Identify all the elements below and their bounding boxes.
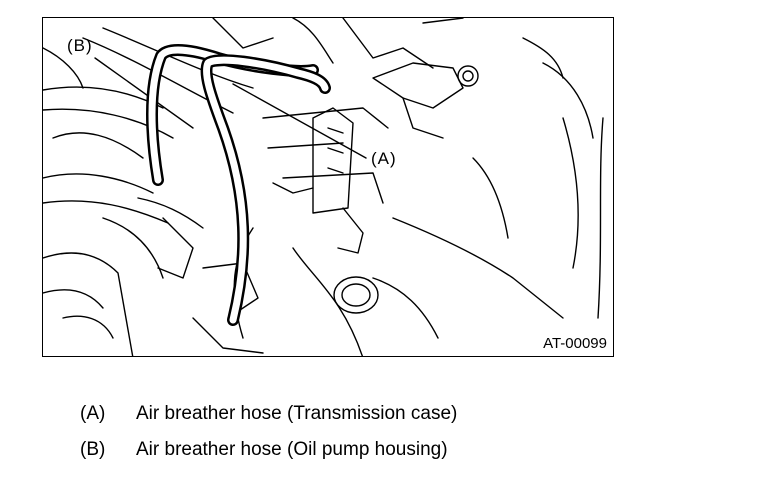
air-breather-hose-a <box>200 54 331 326</box>
legend-item-a: (A) Air breather hose (Transmission case… <box>80 396 457 432</box>
legend-text-b: Air breather hose (Oil pump housing) <box>136 439 448 460</box>
engine-line-drawing <box>43 18 604 356</box>
callout-a-label: (A) <box>371 149 397 168</box>
engine-structure-lines <box>43 18 604 356</box>
legend-key-a: (A) <box>80 403 106 424</box>
legend: (A) Air breather hose (Transmission case… <box>80 396 457 468</box>
leader-line-a <box>232 83 367 159</box>
diagram-figure: (B) (A) AT-00099 <box>42 17 614 357</box>
legend-text-a: Air breather hose (Transmission case) <box>136 403 458 424</box>
leader-line-b <box>94 57 194 129</box>
leader-lines <box>94 57 367 159</box>
callout-b-label: (B) <box>67 36 93 55</box>
figure-code: AT-00099 <box>543 335 607 352</box>
legend-key-b: (B) <box>80 439 106 460</box>
legend-item-b: (B) Air breather hose (Oil pump housing) <box>80 432 457 468</box>
